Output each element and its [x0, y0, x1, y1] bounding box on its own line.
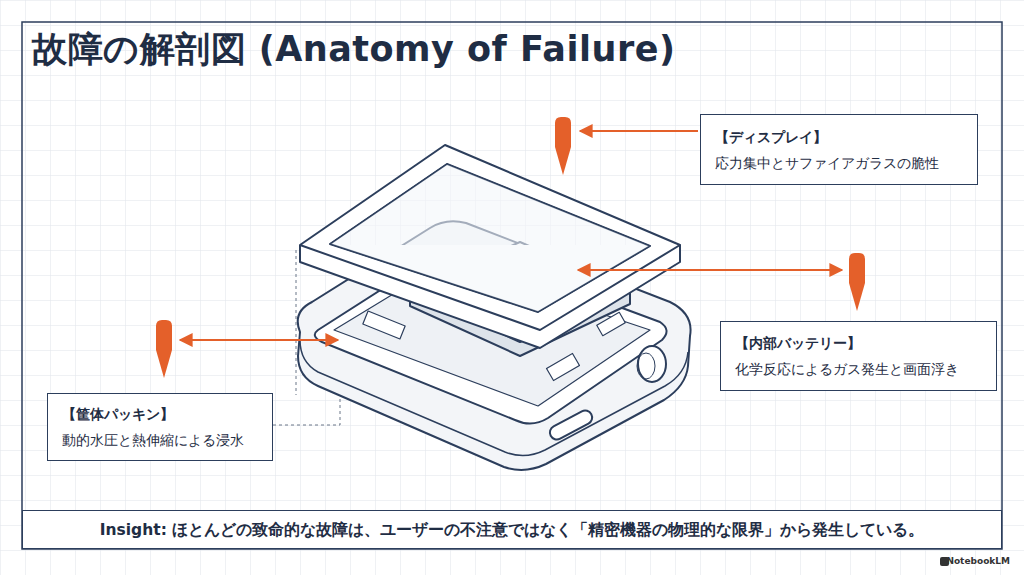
callout-box: 【内部バッテリー】化学反応によるガス発生と画面浮き — [720, 321, 997, 391]
diagram-title: 故障の解剖図 (Anatomy of Failure) — [32, 26, 675, 73]
node-heading: 【筐体パッキン】 — [62, 404, 258, 424]
insight-band: Insight: ほとんどの致命的な故障は、ユーザーの不注意ではなく「精密機器の… — [22, 510, 1002, 549]
leader-arrow — [580, 130, 698, 132]
page-frame — [22, 22, 1002, 549]
leader-arrow — [180, 339, 338, 341]
crown-ring — [637, 353, 655, 379]
leader-arrow — [578, 269, 842, 271]
glass-bezel — [300, 145, 680, 330]
pin — [555, 117, 571, 175]
guide-line — [296, 250, 297, 395]
chip — [547, 353, 580, 380]
node-body: 動的水圧と熱伸縮による浸水 — [62, 430, 258, 450]
connector — [363, 311, 405, 339]
pin — [156, 320, 172, 378]
display-glass — [300, 145, 680, 348]
glass-pane — [330, 164, 650, 312]
callout-box: 【筐体パッキン】動的水圧と熱伸縮による浸水 — [47, 393, 273, 461]
node-heading: 【内部バッテリー】 — [735, 333, 982, 353]
watermark: NotebookLM — [946, 556, 1010, 566]
crown — [638, 346, 666, 382]
node-body: 化学反応によるガス発生と画面浮き — [735, 359, 982, 379]
side-button — [547, 408, 594, 442]
node-heading: Insight: ほとんどの致命的な故障は、ユーザーの不注意ではなく「精密機器の… — [100, 520, 924, 540]
callout-box: 【ディスプレイ】応力集中とサファイアガラスの脆性 — [700, 114, 978, 185]
node-body: 応力集中とサファイアガラスの脆性 — [715, 153, 963, 173]
node-heading: 【ディスプレイ】 — [715, 127, 963, 147]
pin — [849, 253, 865, 311]
